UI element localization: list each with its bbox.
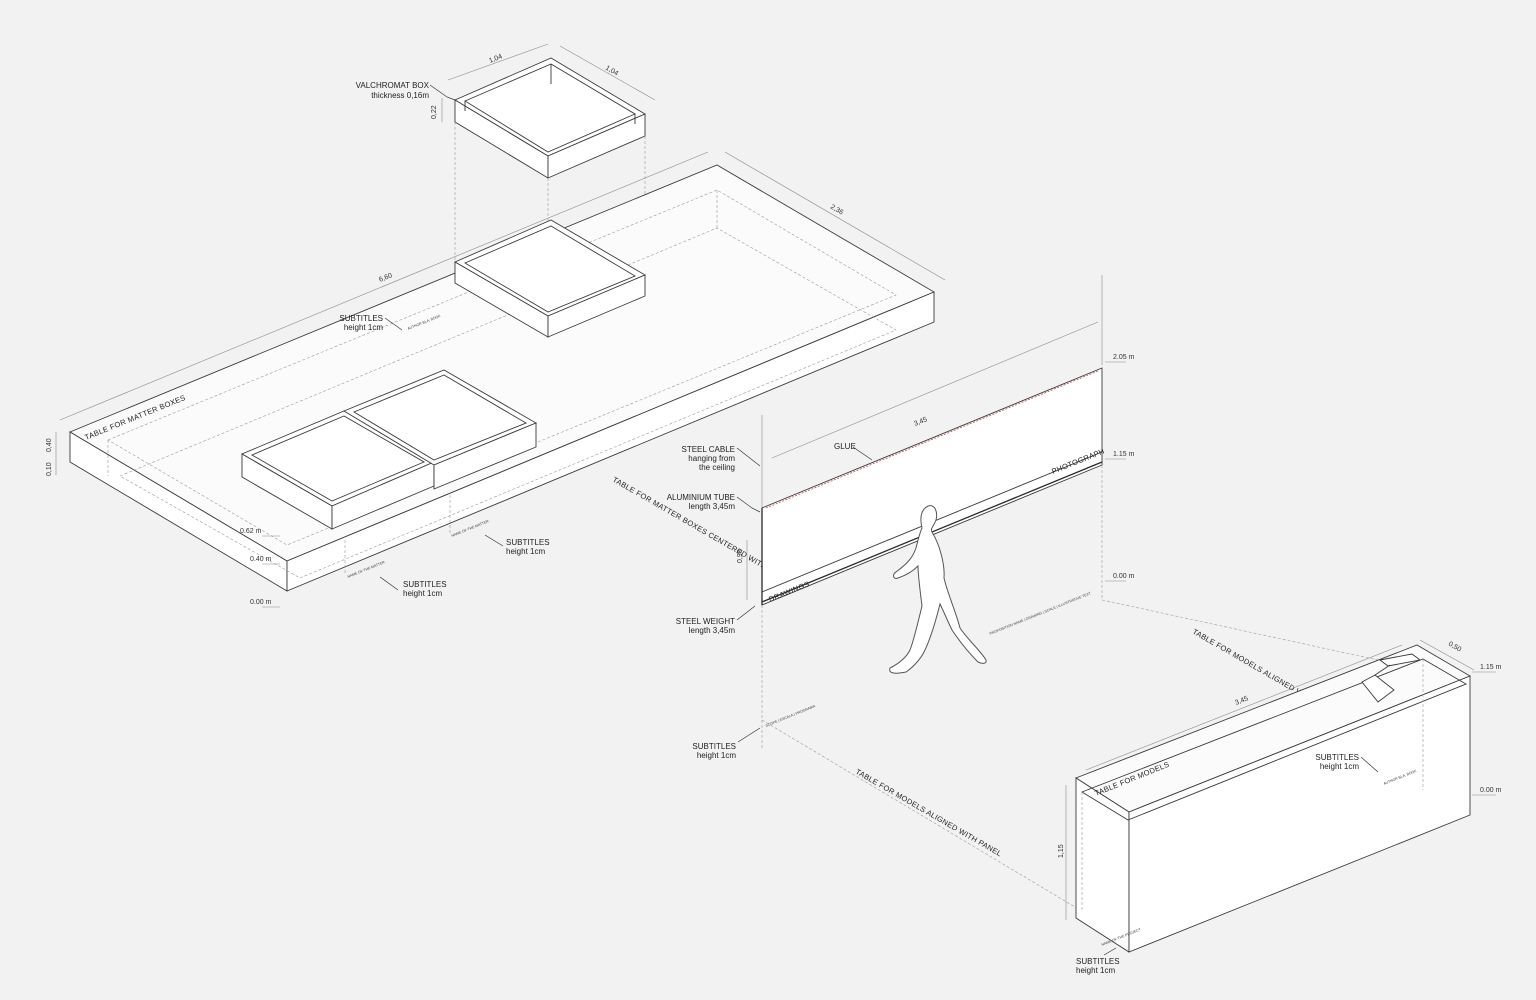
panel-bottom-level: 0.00 m (1113, 573, 1135, 580)
valchromat-leader (429, 84, 456, 101)
valchromat-box-floating (454, 57, 646, 179)
glue-label: GLUE (834, 442, 856, 451)
panel-090-dim: 0,90 (737, 549, 744, 563)
panel-top-level: 2.05 m (1113, 354, 1135, 361)
box-width-dim-1: 1,04 (488, 53, 503, 65)
level-000-left-label: 0.00 m (250, 599, 272, 606)
level-062-label: 0.62 m (240, 528, 262, 535)
table-dimension-lines (55, 151, 946, 475)
level-040-label: 0.40 m (250, 556, 272, 563)
models-height-dim: 1,15 (1058, 844, 1065, 858)
models-length-dim: 3,45 (1234, 695, 1249, 707)
glue-strip (765, 370, 1099, 509)
table-height-dim-1: 0,10 (46, 462, 53, 476)
steel-weight-length: length 3,45m (689, 626, 736, 635)
height-label-2: height 1cm (506, 547, 545, 556)
valchromat-box-label: VALCHROMAT BOX (356, 81, 430, 90)
steel-weight-label: STEEL WEIGHT (676, 617, 735, 626)
matter-box-middle (454, 219, 647, 338)
subtitles-label-2: SUBTITLES (506, 538, 550, 547)
subtitles-label-5: SUBTITLES (1315, 753, 1359, 762)
aluminium-tube-label: ALUMINIUM TUBE (667, 493, 735, 502)
panel-length-dim: 3,45 (913, 416, 928, 428)
table-length-dim: 6,60 (378, 272, 393, 284)
box-height-dim: 0,22 (431, 105, 438, 119)
height-label-3: height 1cm (403, 589, 442, 598)
subtitles-label-1: SUBTITLES (339, 314, 383, 323)
architectural-model (1361, 653, 1422, 703)
name-matter-small-2: NAME OF THE MATTER (451, 519, 490, 538)
subtitles-label-4: SUBTITLES (692, 742, 736, 751)
steel-cable-ceiling-label: the ceiling (699, 463, 735, 472)
walking-person-silhouette (889, 505, 987, 674)
matter-box-left-2 (342, 369, 538, 490)
models-floor-strip-text: SCOPE | ESCALA | PROGRAMA (765, 704, 817, 728)
table-height-dim-2: 0,40 (46, 438, 53, 452)
steel-cable-hanging-label: hanging from (688, 454, 735, 463)
hanging-panel (761, 275, 1471, 911)
height-label-1: height 1cm (344, 323, 383, 332)
steel-cable-label: STEEL CABLE (681, 445, 735, 454)
aluminium-tube-length: length 3,45m (689, 502, 736, 511)
floor-strip-text: PROPOSITION NAME | DRAWING | SCALE | ILL… (989, 591, 1092, 636)
subtitles-label-6: SUBTITLES (1076, 957, 1120, 966)
models-top-level: 1.15 m (1480, 664, 1502, 671)
table-models-aligned-title-2: TABLE FOR MODELS ALIGNED WITH PANEL (854, 767, 1003, 858)
models-bottom-level: 0.00 m (1480, 787, 1502, 794)
valchromat-thickness-label: thickness 0,16m (371, 91, 429, 100)
panel-mid-level: 1.15 m (1113, 451, 1135, 458)
table-for-models (1075, 644, 1472, 953)
table-width-dim: 2,36 (829, 204, 844, 217)
height-label-4: height 1cm (697, 751, 736, 760)
height-label-6: height 1cm (1076, 966, 1115, 975)
height-label-5: height 1cm (1320, 762, 1359, 771)
models-width-dim: 0,50 (1447, 641, 1462, 654)
subtitles-label-3: SUBTITLES (403, 580, 447, 589)
